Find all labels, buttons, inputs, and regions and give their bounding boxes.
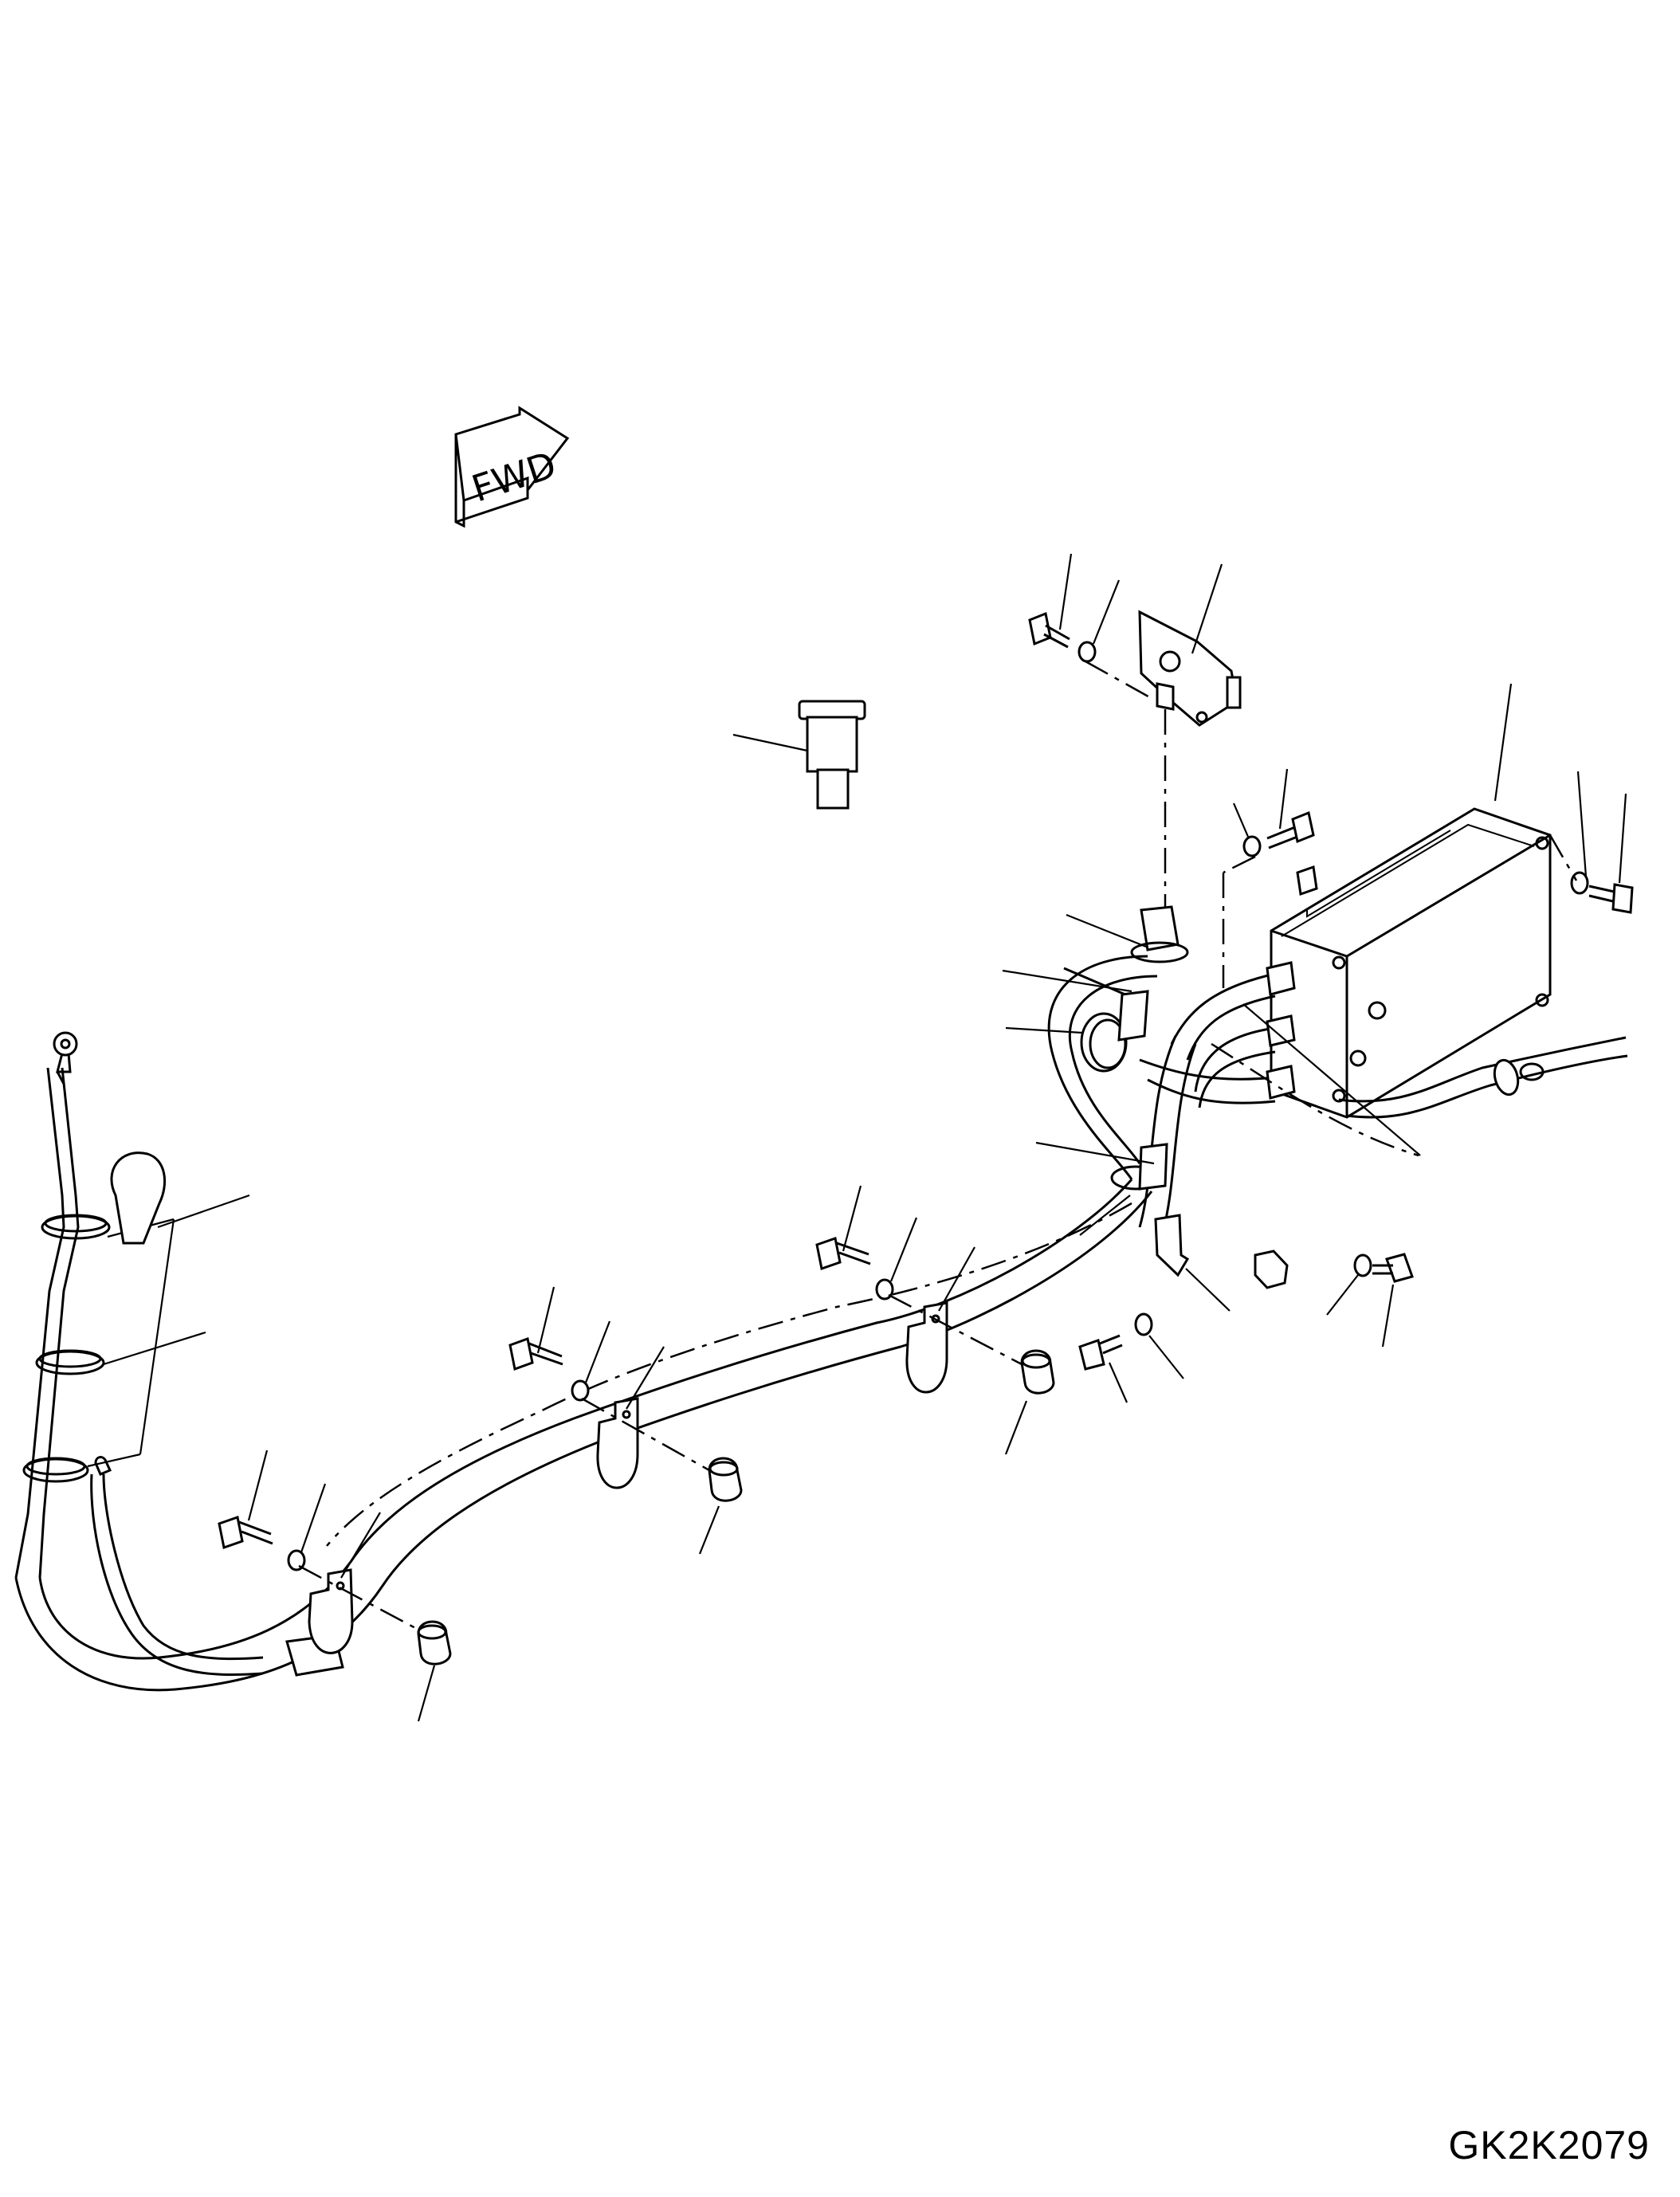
- fwd-arrow-icon: FWD: [454, 406, 570, 528]
- central-clamps: [1002, 905, 1289, 1312]
- connector-plug: [732, 700, 866, 810]
- top-bracket-assembly: [1028, 553, 1242, 924]
- main-hose: [14, 1179, 1153, 1692]
- control-box: [1270, 683, 1552, 1119]
- clamp-group-2: [508, 1286, 743, 1555]
- right-hardware: [1078, 1253, 1414, 1403]
- left-cable-assembly: [14, 1031, 206, 1579]
- clamp-group-1: [218, 1450, 452, 1722]
- diagram-code-label: GK2K2079: [1448, 2123, 1650, 2168]
- box-mounting-hardware: [1222, 768, 1634, 988]
- clamp-group-3: [815, 1185, 1055, 1455]
- hose-bundle: [1047, 955, 1628, 1236]
- terminal-cap: [110, 1151, 250, 1245]
